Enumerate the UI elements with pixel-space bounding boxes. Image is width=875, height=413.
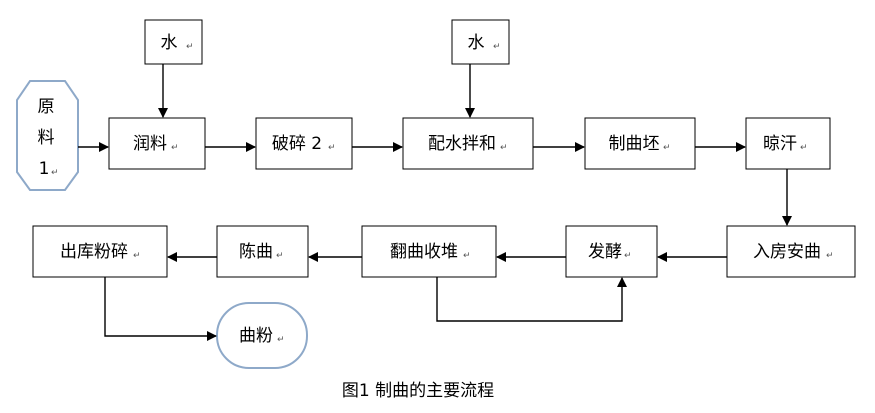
return-mark: ↵ xyxy=(624,251,632,261)
crushing-step: 破碎 2 ↵ xyxy=(255,117,353,170)
water-input-1-label: 水 xyxy=(161,33,178,53)
fermentation-step: 发酵 ↵ xyxy=(565,225,658,278)
water-mixing-step: 配水拌和 ↵ xyxy=(402,117,534,170)
return-mark: ↵ xyxy=(276,251,284,261)
return-mark: ↵ xyxy=(800,143,808,153)
water-input-1: 水 ↵ xyxy=(144,19,203,65)
return-mark: ↵ xyxy=(493,42,501,52)
arrow-turning-feedback-to-fermentation xyxy=(436,277,627,322)
wetting-label: 润料 xyxy=(133,134,167,154)
aging-label: 陈曲 xyxy=(239,242,273,262)
figure-caption: 图1 制曲的主要流程 xyxy=(342,381,494,401)
water-input-2-label: 水 xyxy=(468,33,485,53)
wetting-step: 润料 ↵ xyxy=(108,117,206,170)
return-mark: ↵ xyxy=(133,251,141,261)
return-mark: ↵ xyxy=(277,335,285,345)
return-mark: ↵ xyxy=(328,143,336,153)
return-mark: ↵ xyxy=(186,42,194,52)
raw-material-label-1: 原 xyxy=(38,97,55,117)
water-input-2: 水 ↵ xyxy=(451,19,510,65)
return-mark: ↵ xyxy=(663,143,671,153)
water-mixing-label: 配水拌和 xyxy=(428,134,496,154)
qu-powder-label: 曲粉 xyxy=(239,326,273,346)
milling-label: 出库粉碎 xyxy=(60,242,128,262)
return-mark: ↵ xyxy=(171,143,179,153)
turning-step: 翻曲收堆 ↵ xyxy=(361,225,497,278)
return-mark: ↵ xyxy=(826,251,834,261)
raw-material-terminal: 原 料 1 ↵ xyxy=(16,80,79,191)
storage-label: 入房安曲 xyxy=(753,242,821,262)
milling-step: 出库粉碎 ↵ xyxy=(32,225,168,278)
drying-label: 晾汗 xyxy=(763,134,797,154)
raw-material-label-3: 1 xyxy=(39,159,50,179)
qu-block-step: 制曲坯 ↵ xyxy=(584,117,696,170)
storage-step: 入房安曲 ↵ xyxy=(726,225,856,278)
drying-step: 晾汗 ↵ xyxy=(745,117,831,170)
arrow-milling-to-powder xyxy=(104,277,217,341)
turning-label: 翻曲收堆 xyxy=(390,242,458,262)
return-mark: ↵ xyxy=(500,143,508,153)
fermentation-label: 发酵 xyxy=(588,242,622,262)
qu-powder-terminal: 曲粉 ↵ xyxy=(216,302,308,369)
return-mark: ↵ xyxy=(463,251,471,261)
aging-step: 陈曲 ↵ xyxy=(216,225,309,278)
raw-material-label-2: 料 xyxy=(38,128,55,148)
crushing-label: 破碎 2 xyxy=(272,134,322,154)
qu-block-label: 制曲坯 xyxy=(609,134,660,154)
return-mark: ↵ xyxy=(51,168,59,178)
